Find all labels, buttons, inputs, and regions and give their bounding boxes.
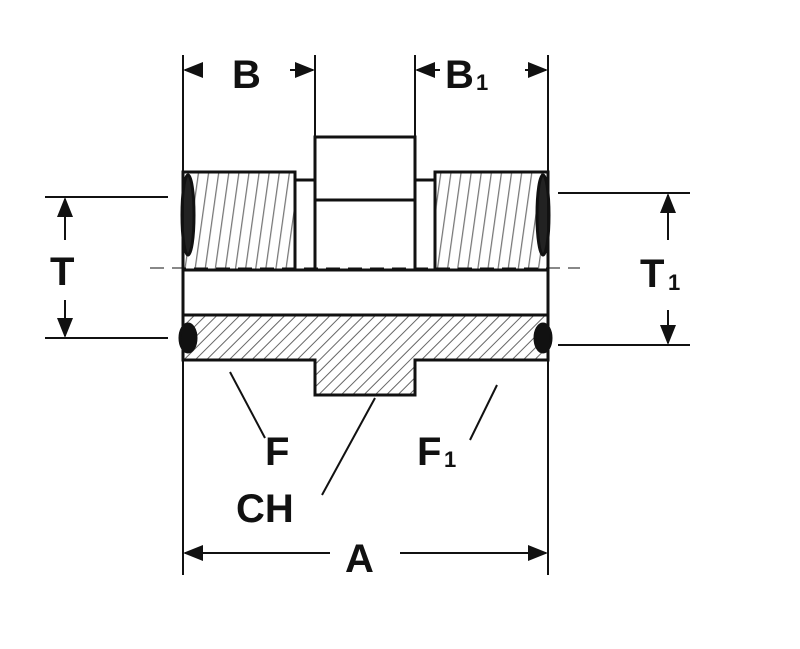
left-thread [181, 170, 297, 272]
hex-upper [313, 135, 417, 272]
fitting-body [178, 135, 553, 397]
section-hatched [181, 313, 550, 397]
label-T: T [50, 250, 74, 294]
dimension-lines [45, 55, 690, 575]
leader-CH [321, 397, 376, 496]
label-T1-sub: 1 [668, 270, 680, 295]
label-B1: B [445, 53, 474, 97]
label-B: B [232, 53, 261, 97]
bore [181, 268, 550, 317]
label-T1: T [640, 252, 664, 296]
leader-F [229, 371, 266, 439]
labels: B B 1 T T 1 F F 1 CH A [50, 53, 680, 581]
label-F1-sub: 1 [444, 447, 456, 472]
label-F1: F [417, 430, 441, 474]
leader-F1 [469, 384, 498, 441]
label-B1-sub: 1 [476, 70, 488, 95]
label-F: F [265, 430, 289, 474]
right-thread [433, 170, 550, 272]
label-CH: CH [236, 487, 294, 531]
label-A: A [345, 537, 374, 581]
